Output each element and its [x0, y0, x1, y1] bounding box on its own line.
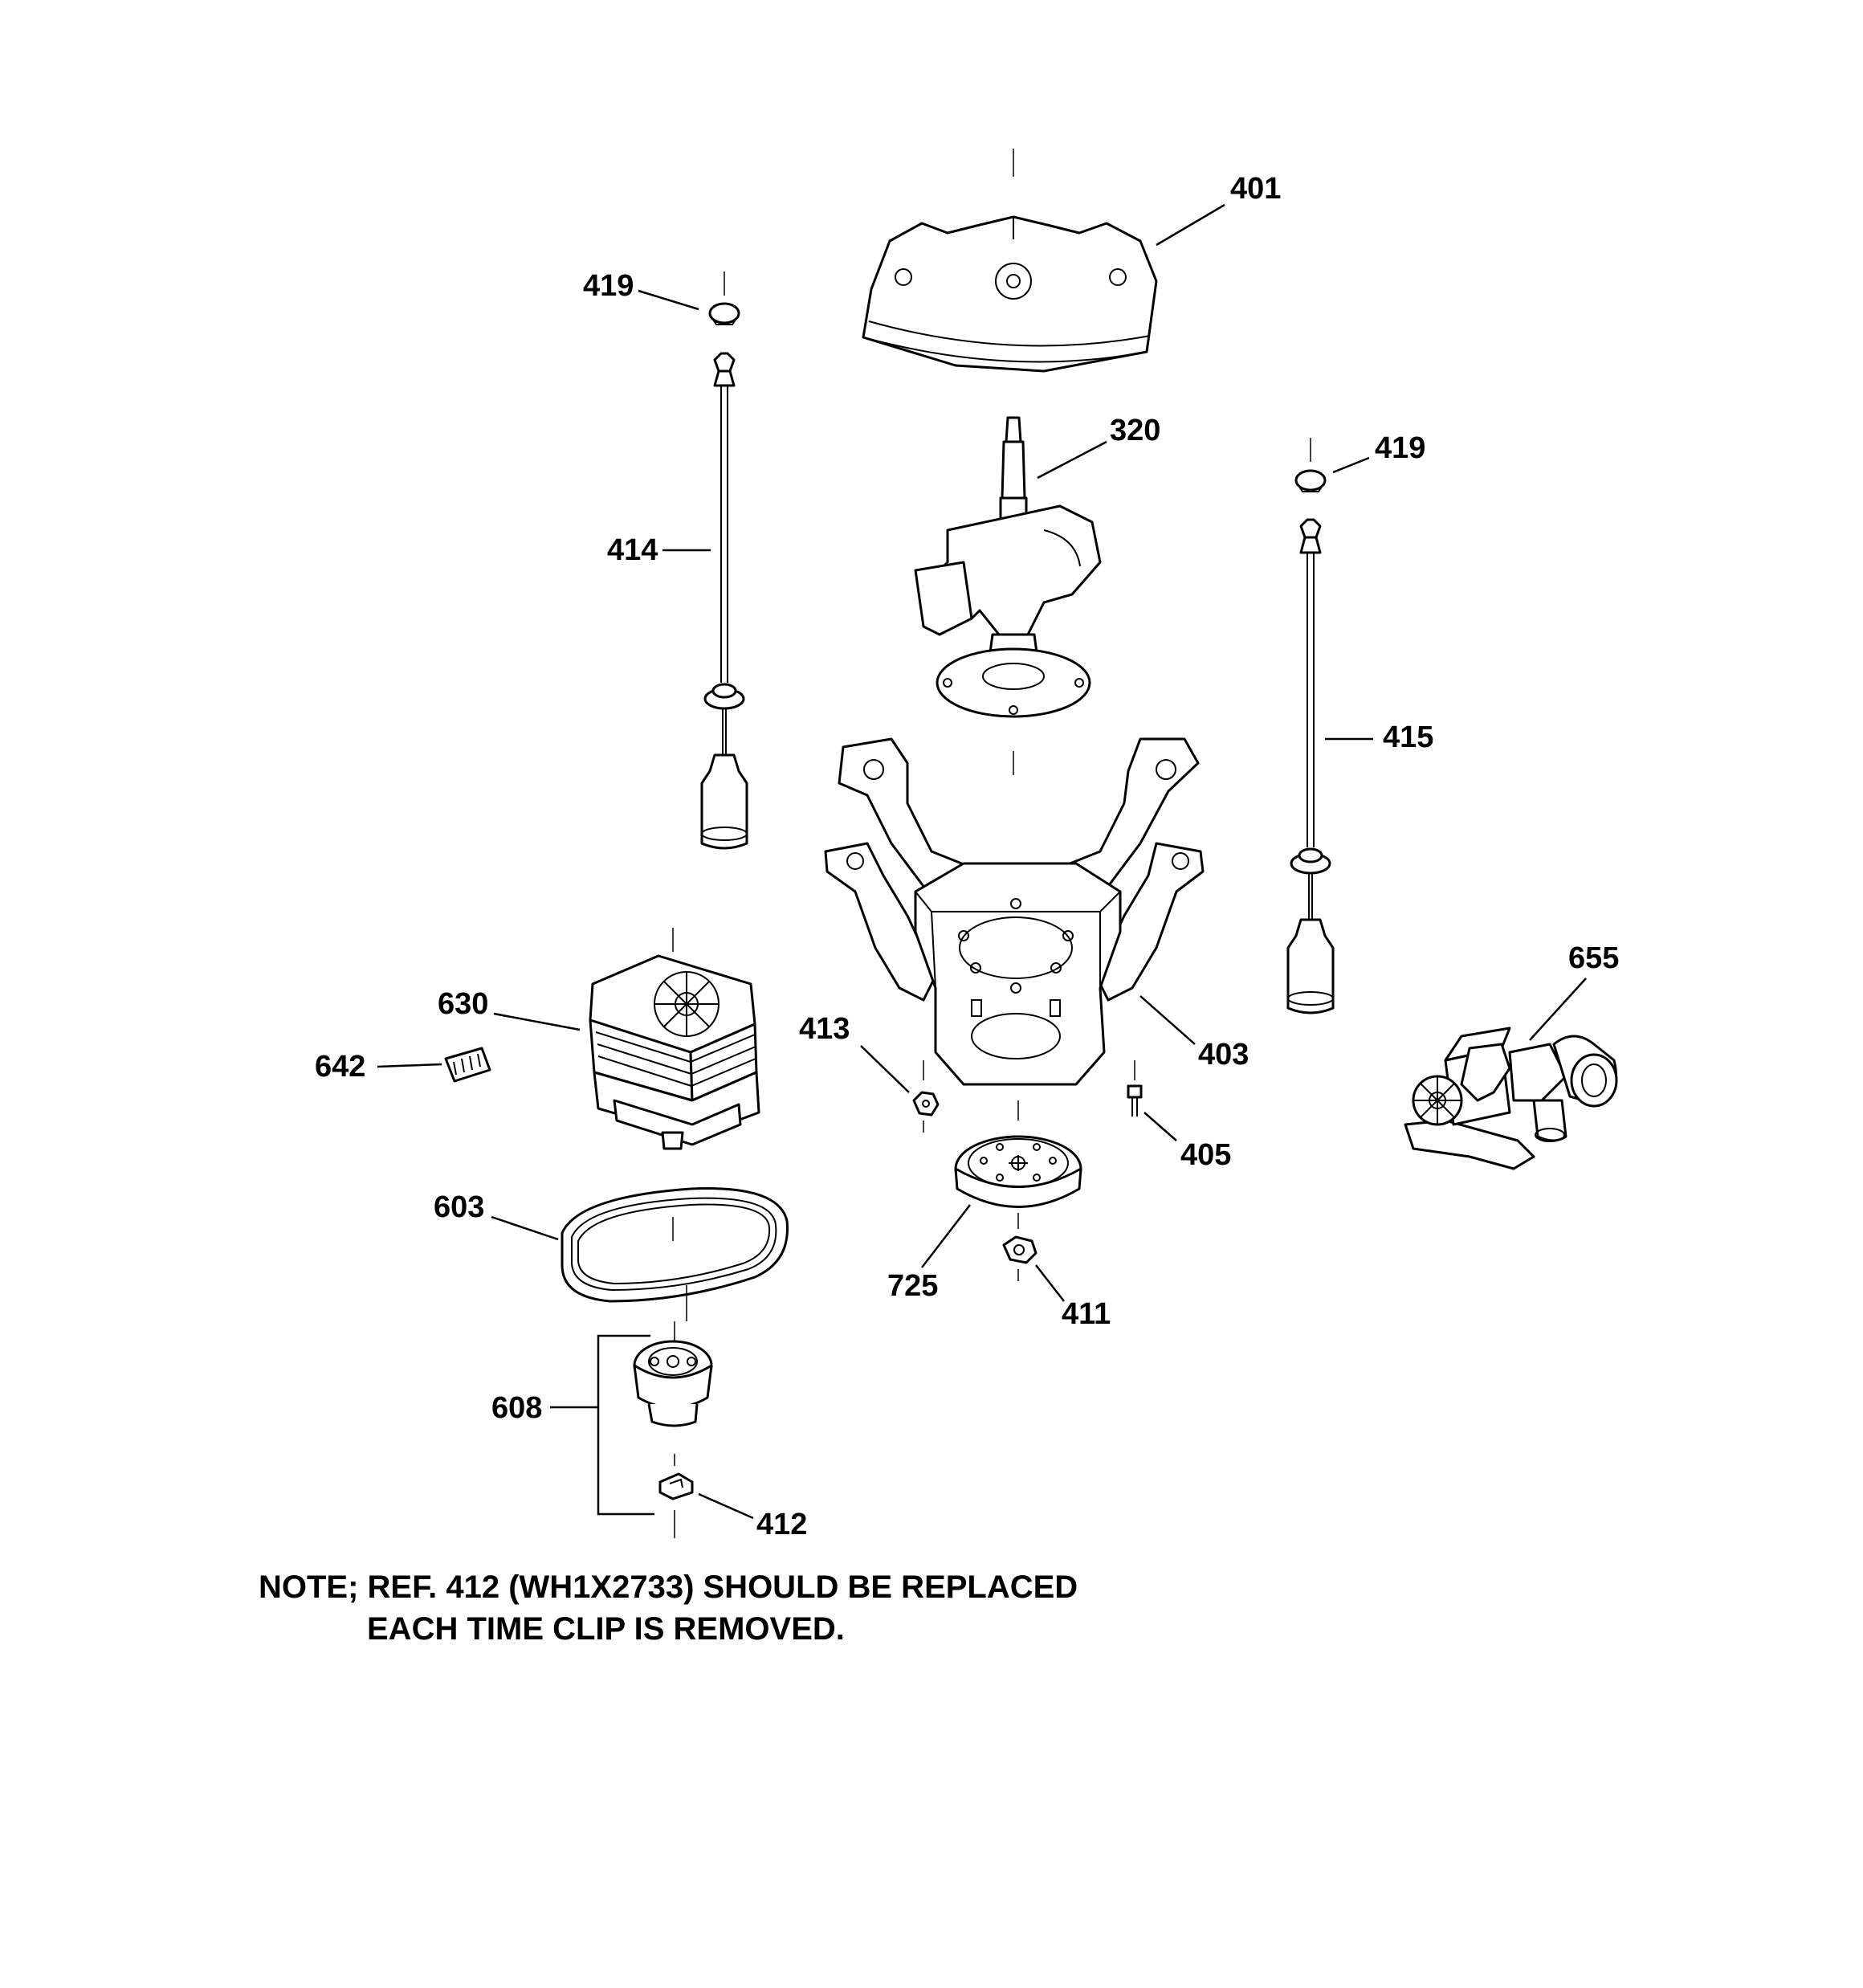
callout-411: 411	[1062, 1297, 1111, 1331]
part-320-transmission	[914, 416, 1102, 718]
callout-413: 413	[799, 1012, 850, 1046]
callout-655: 655	[1568, 941, 1619, 975]
part-725-pulley	[954, 1100, 1082, 1229]
part-401-cover	[862, 149, 1158, 373]
part-630-motor	[589, 928, 760, 1150]
part-411-nut	[1002, 1235, 1037, 1281]
callout-405: 405	[1180, 1138, 1231, 1172]
part-412-clip	[658, 1454, 694, 1538]
callout-630: 630	[438, 987, 488, 1021]
part-642-clip	[444, 1047, 491, 1083]
replacement-note: NOTE; REF. 412 (WH1X2733) SHOULD BE REPL…	[259, 1566, 1078, 1650]
part-419-cap-right	[1294, 438, 1327, 492]
callout-415: 415	[1383, 720, 1433, 754]
part-419-cap-left	[708, 271, 740, 325]
callout-603: 603	[434, 1190, 484, 1224]
part-413-nut	[912, 1060, 940, 1133]
callout-403: 403	[1198, 1038, 1249, 1072]
callout-608: 608	[491, 1391, 542, 1425]
callout-419-left: 419	[583, 269, 634, 303]
part-405-bolt	[1127, 1060, 1143, 1116]
callout-725: 725	[887, 1269, 938, 1303]
callout-401: 401	[1230, 172, 1281, 206]
note-line-2: EACH TIME CLIP IS REMOVED.	[367, 1611, 845, 1647]
callout-419-right: 419	[1375, 431, 1425, 465]
callout-642: 642	[315, 1050, 365, 1084]
part-655-pump	[1404, 1027, 1618, 1170]
note-line-1: NOTE; REF. 412 (WH1X2733) SHOULD BE REPL…	[259, 1570, 1078, 1605]
callout-414: 414	[607, 533, 658, 567]
part-603-belt	[561, 1187, 789, 1321]
part-608-clutch	[633, 1321, 713, 1427]
callout-320: 320	[1110, 414, 1160, 447]
part-403-support-base	[824, 737, 1205, 1086]
part-415-suspension-rod	[1286, 518, 1335, 1014]
callout-412: 412	[756, 1508, 807, 1541]
part-414-suspension-rod	[700, 352, 748, 850]
